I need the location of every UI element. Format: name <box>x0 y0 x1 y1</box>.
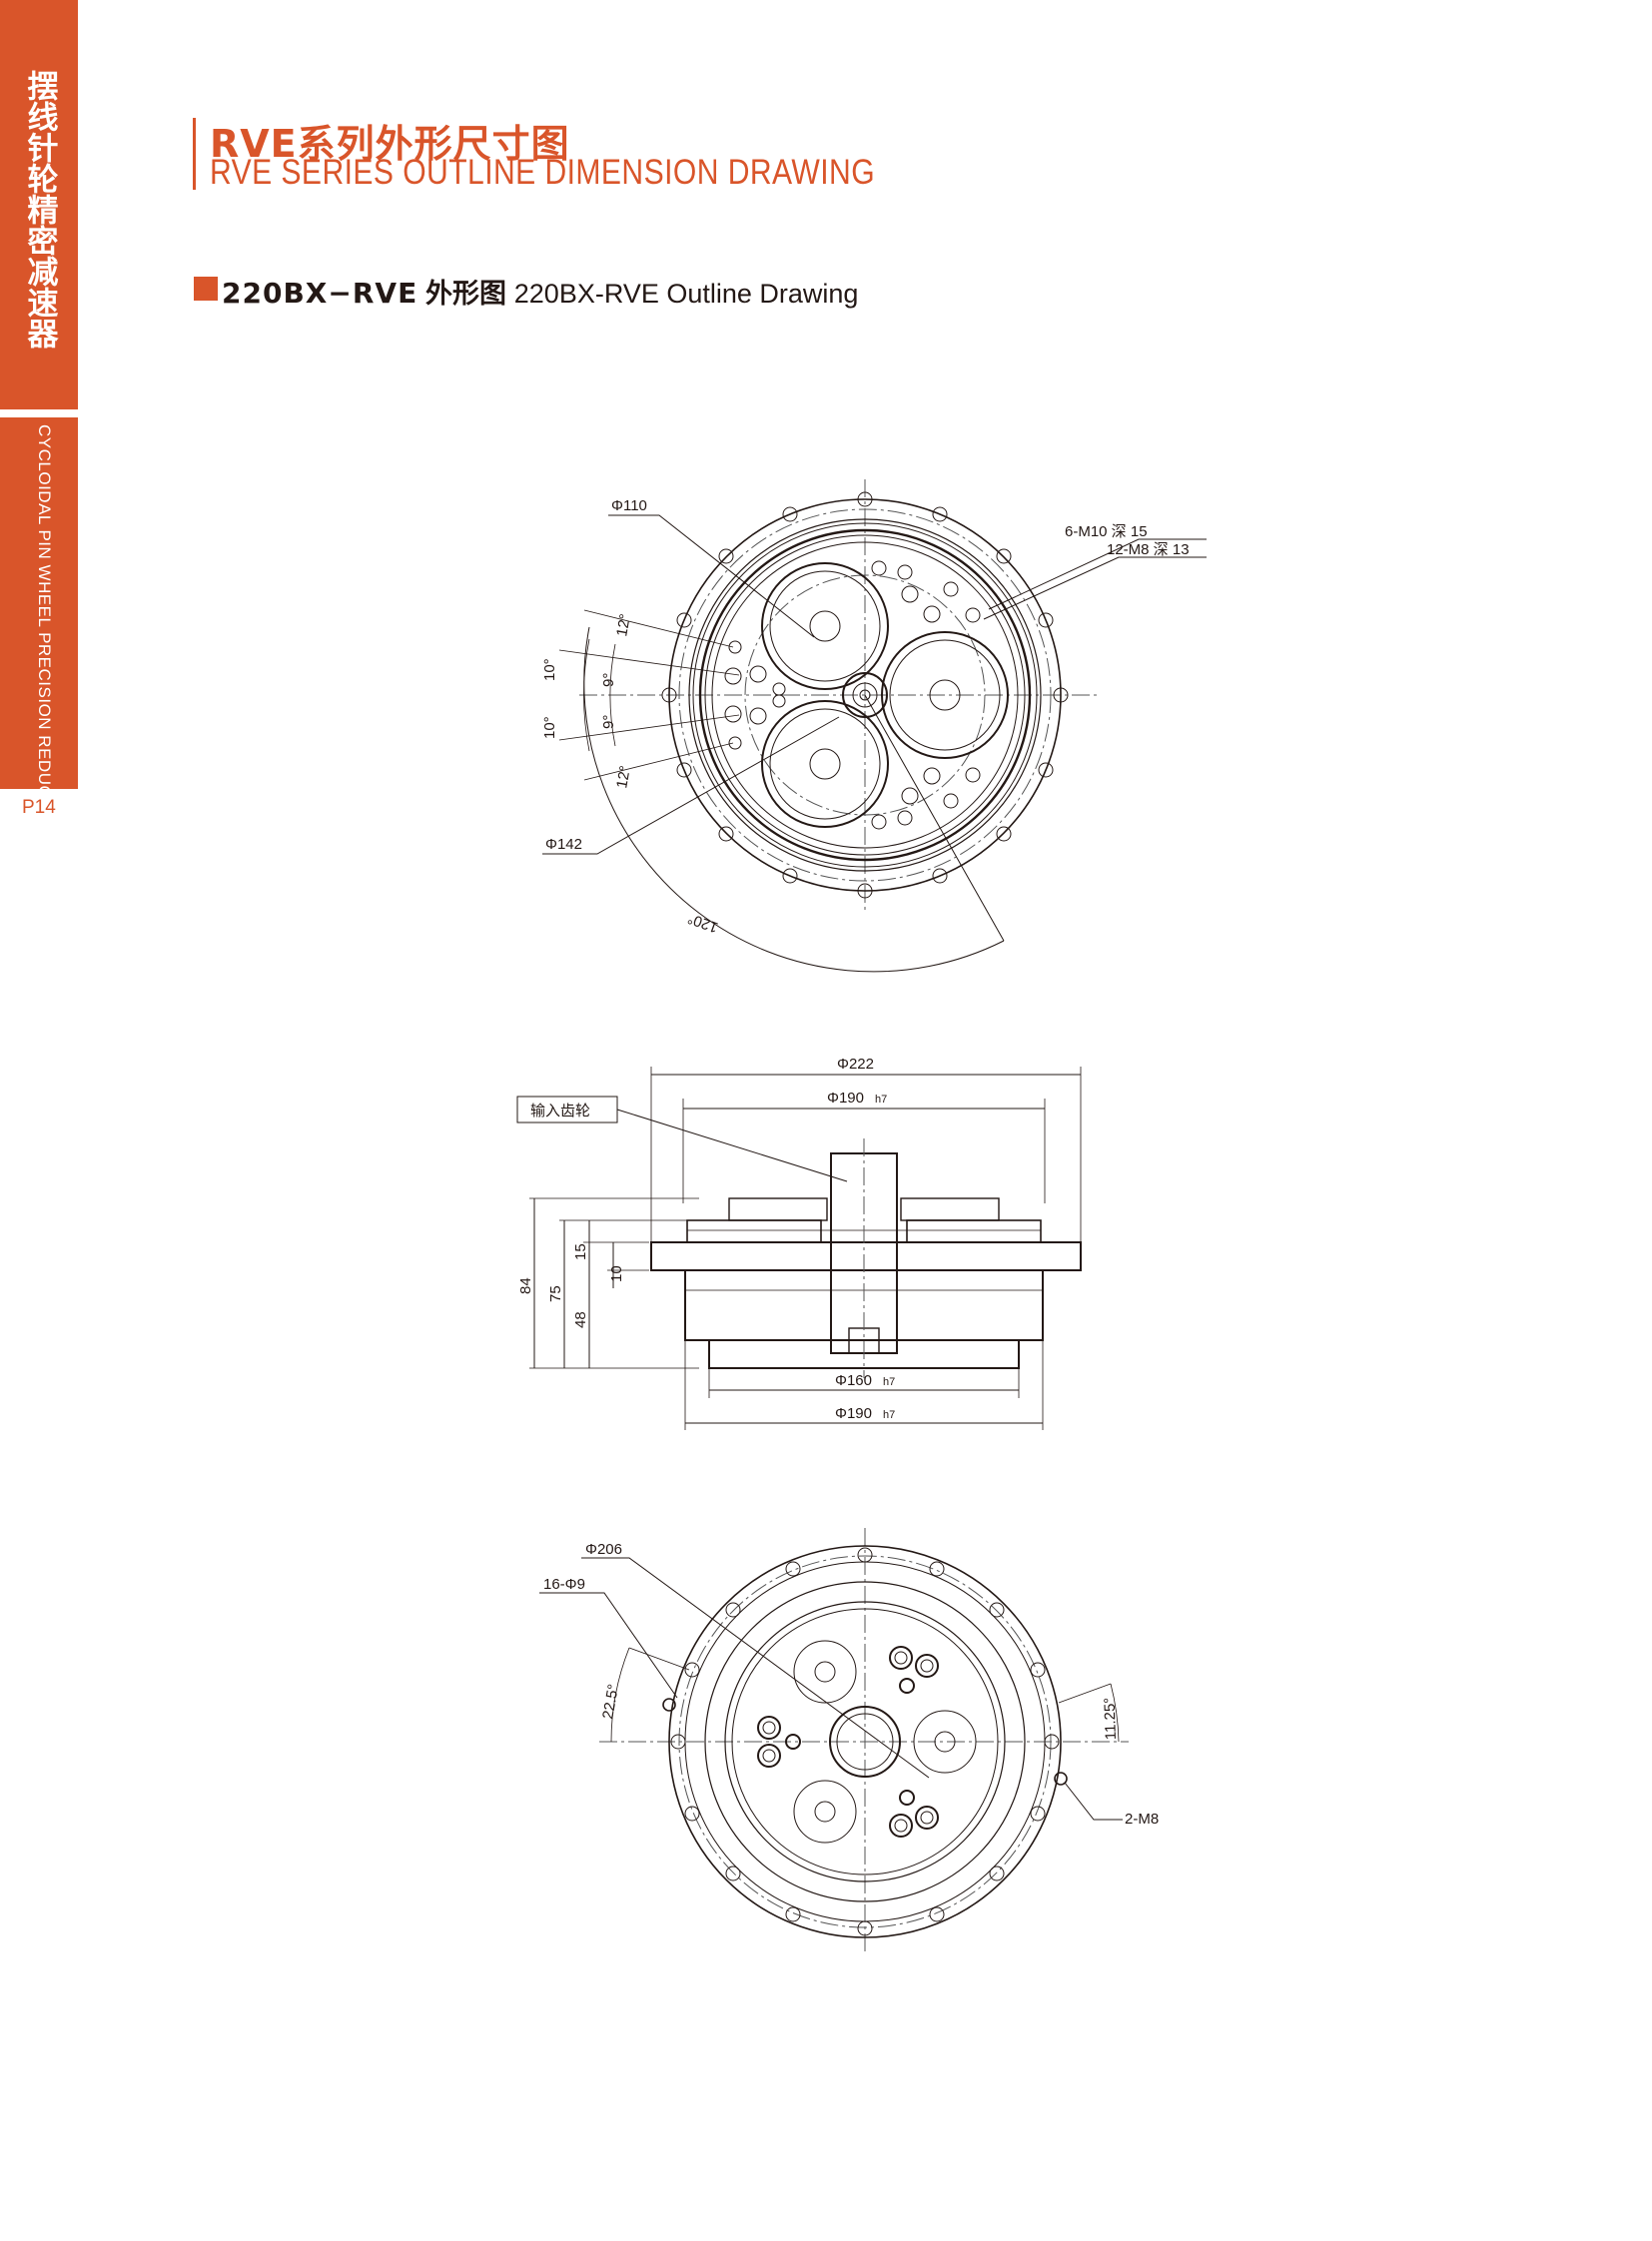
dim-h15: 15 <box>572 1243 589 1260</box>
sidebar-band-top <box>0 0 78 409</box>
ang-10-lower: 10° <box>541 716 558 739</box>
dim-phi110: Φ110 <box>611 497 647 514</box>
dim-phi190-top-tol: h7 <box>875 1094 887 1106</box>
side-view-geometry <box>516 1067 1082 1430</box>
section-heading: 220BX−RVE 外形图 220BX-RVE Outline Drawing <box>222 272 858 311</box>
tapped-holes <box>724 560 981 830</box>
page-title-zh: RVE系列外形尺寸图 <box>210 122 570 166</box>
dim-phi190-bottom: Φ190 <box>835 1405 872 1422</box>
ang-12-upper: 12° <box>613 612 634 637</box>
sidebar-divider <box>0 409 78 417</box>
dim-phi222: Φ222 <box>837 1056 874 1073</box>
section-label-en: 220BX-RVE Outline Drawing <box>513 279 859 309</box>
page-title-en: RVE SERIES OUTLINE DIMENSION DRAWING <box>210 153 876 192</box>
dim-phi206: Φ206 <box>585 1541 622 1558</box>
section-marker <box>194 277 218 301</box>
top-view-geometry <box>542 479 1207 973</box>
ang-10-upper: 10° <box>541 658 558 681</box>
dim-6-m10: 6-M10 深 15 <box>1065 523 1148 540</box>
sidebar-category-en: CYCLOIDAL PIN WHEEL PRECISION REDUCER <box>35 424 54 823</box>
dim-phi142: Φ142 <box>545 836 582 853</box>
label-input-gear: 输入齿轮 <box>530 1103 590 1120</box>
dim-phi160: Φ160 <box>835 1372 872 1389</box>
dim-h75: 75 <box>547 1285 564 1302</box>
dim-16-phi9: 16-Φ9 <box>543 1576 585 1593</box>
dim-phi190-top: Φ190 <box>827 1090 864 1107</box>
ang-9-upper: 9° <box>600 673 617 687</box>
ang-11-25: 11.25° <box>1102 1697 1120 1740</box>
bottom-crank-pockets <box>793 1640 977 1844</box>
ang-9-lower: 9° <box>600 715 617 729</box>
dim-2-m8: 2-M8 <box>1125 1811 1159 1828</box>
flange-holes <box>661 491 1069 899</box>
bottom-view-geometry <box>539 1528 1129 1952</box>
bottom-flange-holes <box>662 1547 1068 1936</box>
ang-12-lower: 12° <box>613 764 634 789</box>
dim-h84: 84 <box>517 1277 534 1294</box>
sidebar-band-bottom <box>0 417 78 789</box>
dim-12-m8: 12-M8 深 13 <box>1107 541 1190 558</box>
sidebar-category-zh: 摆线针轮精密减速器 <box>21 70 58 349</box>
dim-h48: 48 <box>572 1311 589 1328</box>
ang-22-5: 22.5° <box>599 1683 622 1721</box>
section-code: 220BX−RVE <box>222 277 418 310</box>
page-number: P14 <box>22 797 56 818</box>
dim-h10: 10 <box>608 1265 625 1282</box>
crank-pockets <box>761 562 1009 828</box>
section-label-zh: 外形图 <box>424 279 506 310</box>
dim-phi190-bottom-tol: h7 <box>883 1409 895 1421</box>
title-accent-bar <box>193 118 196 190</box>
cap-screws <box>757 1646 939 1838</box>
dim-phi160-tol: h7 <box>883 1376 895 1388</box>
